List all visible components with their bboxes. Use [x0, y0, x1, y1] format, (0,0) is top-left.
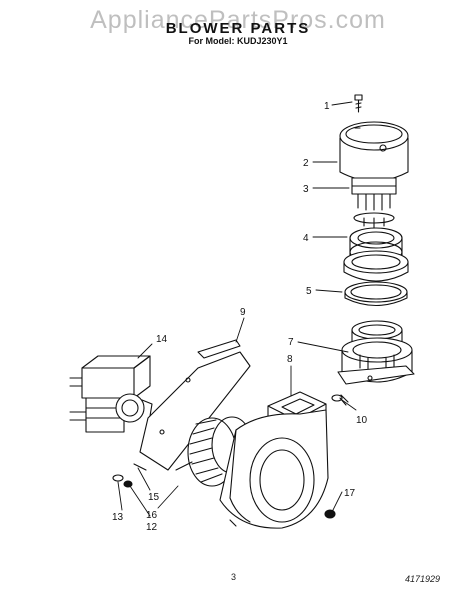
- callout-8: 8: [287, 354, 293, 365]
- callout-2: 2: [303, 158, 309, 169]
- leader-lines: [117, 101, 357, 517]
- callout-10: 10: [356, 415, 368, 426]
- watermark: AppliancePartsPros.com: [90, 6, 386, 34]
- part-screw: [354, 94, 363, 113]
- callout-4: 4: [303, 233, 309, 244]
- callout-13: 13: [112, 512, 124, 523]
- page-title: BLOWER PARTS: [165, 20, 311, 37]
- page-number: 3: [231, 572, 237, 582]
- part-motor: [69, 355, 153, 433]
- part-fastener: [331, 394, 349, 406]
- model-subtitle: For Model: KUDJ230Y1: [188, 36, 288, 46]
- part-bracket: [139, 339, 251, 471]
- callout-15: 15: [148, 492, 160, 503]
- part-nozzle-housing: [337, 320, 415, 385]
- callout-17: 17: [344, 488, 356, 499]
- callout-5: 5: [306, 286, 312, 297]
- part-retaining-clip: [353, 212, 395, 229]
- callout-1: 1: [324, 101, 330, 112]
- part-blower-housing: [219, 409, 329, 529]
- document-number: 4171929: [405, 574, 441, 584]
- callout-labels: 1 2 3 4 5 7 8 9 10 12 13 14 15 16 17: [112, 101, 368, 533]
- callout-9: 9: [240, 307, 246, 318]
- callout-14: 14: [156, 334, 168, 345]
- callout-16: 16: [146, 510, 158, 521]
- callout-12: 12: [146, 522, 158, 533]
- part-seal-ring: [344, 281, 408, 306]
- callout-7: 7: [288, 337, 294, 348]
- part-cap: [339, 121, 409, 182]
- part-terminal-block: [351, 177, 397, 211]
- part-upper-ring: [343, 227, 409, 282]
- callout-3: 3: [303, 184, 309, 195]
